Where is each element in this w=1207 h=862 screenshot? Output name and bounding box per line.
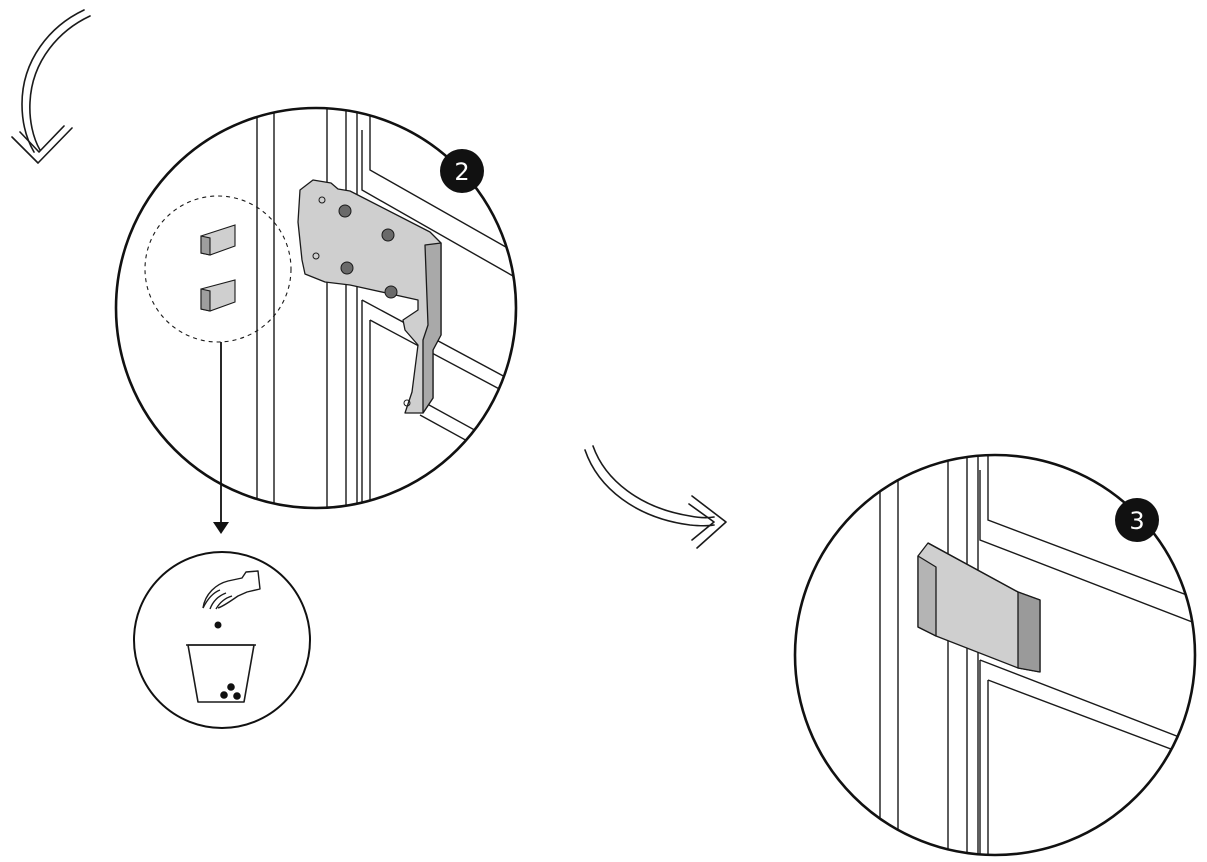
dashed-detail-marker [144, 195, 292, 343]
step-3-badge: 3 [1115, 498, 1159, 542]
hinge-bracket [297, 179, 442, 414]
hand-icon [202, 570, 261, 610]
waste-bin-icon [186, 644, 256, 703]
step-3-number: 3 [1129, 507, 1144, 535]
curved-arrow-down-icon [11, 9, 91, 164]
step-2-badge: 2 [440, 149, 484, 193]
mounting-block [917, 542, 1041, 673]
dispose-in-bin-icon [133, 551, 311, 729]
mounting-clips [200, 224, 236, 312]
step-2-detail-view: 2 [114, 106, 518, 510]
step-3-detail-view: 3 [793, 453, 1197, 857]
arrow-down-icon [213, 342, 229, 534]
curved-arrow-right-icon [584, 445, 727, 549]
step-2-number: 2 [454, 158, 469, 186]
